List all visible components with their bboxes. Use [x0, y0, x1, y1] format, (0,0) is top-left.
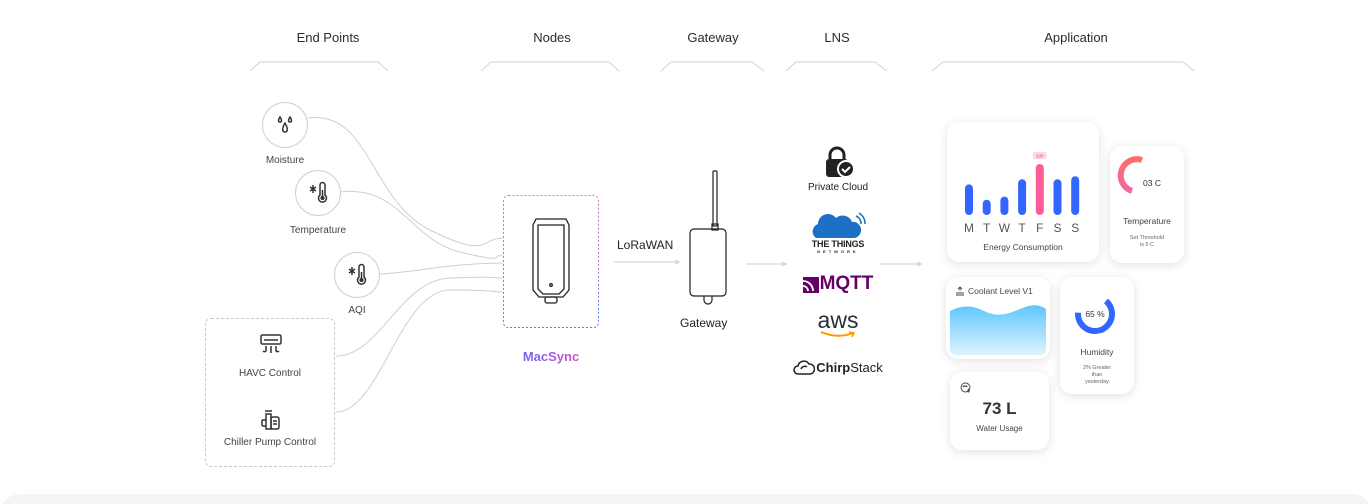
- energy-day-label: F: [1036, 221, 1043, 232]
- energy-bar: [965, 184, 973, 215]
- cloud-icon: [812, 212, 866, 238]
- energy-highlight-label: 100: [1036, 154, 1044, 159]
- arrow-node-gateway: [614, 259, 681, 265]
- lns-label-aws: aws: [817, 307, 859, 333]
- humidity-title: Humidity: [1080, 347, 1114, 357]
- card-coolant-level[interactable]: Coolant Level V1: [946, 277, 1050, 359]
- temperature-note-2: is 5 C: [1139, 242, 1155, 248]
- macsync-device-icon: [532, 218, 570, 304]
- energy-bar: [1000, 196, 1009, 215]
- card-humidity[interactable]: 65 % Humidity 2% Greater than yesterday: [1060, 277, 1134, 394]
- coolant-wave: [950, 305, 1046, 355]
- chirpstack-cloud-icon: [793, 360, 816, 375]
- lns-private-cloud[interactable]: Private Cloud: [790, 145, 886, 193]
- mqtt-signal-icon: [802, 277, 819, 293]
- stage-title-lns: LNS: [824, 30, 850, 45]
- bracket-end-points: [249, 61, 389, 72]
- thermometer-snowflake-icon: [309, 181, 328, 203]
- humidity-note-1: 2% Greater: [1082, 365, 1112, 371]
- bracket-application: [931, 61, 1195, 72]
- bracket-lns: [785, 61, 888, 72]
- energy-highlight-badge: [1032, 152, 1047, 159]
- connector-chiller: [335, 289, 504, 413]
- water-usage-icon: [960, 382, 971, 393]
- energy-bar: [1035, 164, 1044, 215]
- water-usage-value: 73 L: [982, 399, 1017, 418]
- lns-label-ttn-sub: NETWORK: [817, 249, 859, 254]
- lns-label-ttn: THE THINGS: [811, 239, 865, 249]
- card-temperature[interactable]: 03 C Temperature Set Threshold is 5 C: [1110, 146, 1184, 263]
- energy-day-label: M: [964, 221, 974, 232]
- energy-day-label: S: [1053, 221, 1061, 232]
- gateway-label: Gateway: [680, 316, 728, 330]
- control-label-havc: HAVC Control: [238, 368, 302, 379]
- thermometer-snowflake-icon: [348, 263, 367, 285]
- lns-label-mqtt: MQTT: [819, 273, 874, 294]
- link-label-lorawan: LoRaWAN: [617, 238, 674, 252]
- humidity-note-3: yesterday: [1085, 379, 1109, 385]
- humidity-note-2: than: [1091, 372, 1103, 378]
- energy-day-label: W: [999, 221, 1011, 232]
- connector-havc: [335, 276, 504, 357]
- lns-label-private-cloud: Private Cloud: [807, 182, 869, 193]
- temperature-gauge: [1117, 156, 1143, 194]
- bracket-nodes: [480, 61, 620, 72]
- energy-bar: [1071, 176, 1080, 215]
- bracket-gateway: [660, 61, 765, 72]
- endpoint-aqi[interactable]: [334, 252, 380, 298]
- endpoint-label-aqi: AQI: [348, 305, 366, 316]
- air-conditioner-icon[interactable]: [259, 333, 283, 357]
- energy-day-label: S: [1071, 221, 1079, 232]
- arrow-lns-application: [880, 261, 923, 267]
- stage-title-end-points: End Points: [296, 30, 360, 45]
- temperature-value: 03 C: [1143, 178, 1161, 188]
- connector-moisture: [307, 117, 504, 247]
- water-usage-title: Water Usage: [976, 424, 1023, 433]
- energy-bar: [1053, 179, 1062, 215]
- stage-title-nodes: Nodes: [533, 30, 571, 45]
- stage-brackets: [249, 61, 1195, 72]
- coolant-icon: [956, 286, 964, 296]
- temperature-note-1: Set Threshold: [1129, 235, 1165, 241]
- lns-the-things-network[interactable]: THE THINGS NETWORK: [790, 210, 886, 254]
- humidity-gauge: [1075, 294, 1115, 334]
- lns-mqtt[interactable]: MQTT: [790, 274, 886, 294]
- lns-chirpstack[interactable]: ChirpStack: [790, 358, 886, 376]
- temperature-title: Temperature: [1123, 216, 1171, 226]
- endpoint-temperature[interactable]: [295, 170, 341, 216]
- card-water-usage[interactable]: 73 L Water Usage: [950, 372, 1049, 450]
- stage-title-gateway: Gateway: [687, 30, 739, 45]
- connector-aqi: [379, 262, 504, 275]
- endpoint-label-moisture: Moisture: [265, 155, 305, 166]
- endpoint-moisture[interactable]: [262, 102, 308, 148]
- arrow-gateway-lns: [746, 261, 788, 267]
- lock-check-icon: [826, 146, 855, 178]
- energy-bar: [1018, 179, 1027, 215]
- humidity-value: 65 %: [1085, 309, 1105, 319]
- endpoint-label-temperature: Temperature: [289, 225, 347, 236]
- droplets-icon: [277, 115, 293, 133]
- energy-day-label: T: [983, 221, 991, 232]
- node-box[interactable]: [503, 195, 599, 328]
- bottom-band: [0, 494, 1372, 504]
- pump-icon[interactable]: [259, 408, 283, 432]
- node-label-macsync: MacSync: [503, 349, 599, 364]
- connector-temperature: [339, 190, 504, 259]
- controls-group: [205, 318, 335, 467]
- aws-smile-icon: [820, 331, 856, 338]
- coolant-title: Coolant Level V1: [968, 286, 1033, 296]
- gateway-device-icon[interactable]: [686, 168, 736, 308]
- lns-aws[interactable]: aws: [790, 309, 886, 339]
- energy-day-label: T: [1018, 221, 1026, 232]
- stage-title-application: Application: [1044, 30, 1108, 45]
- lns-label-chirpstack: ChirpStack: [816, 359, 883, 375]
- energy-bar: [982, 199, 991, 215]
- energy-title: Energy Consumption: [983, 242, 1063, 252]
- control-label-chiller: Chiller Pump Control: [223, 437, 317, 448]
